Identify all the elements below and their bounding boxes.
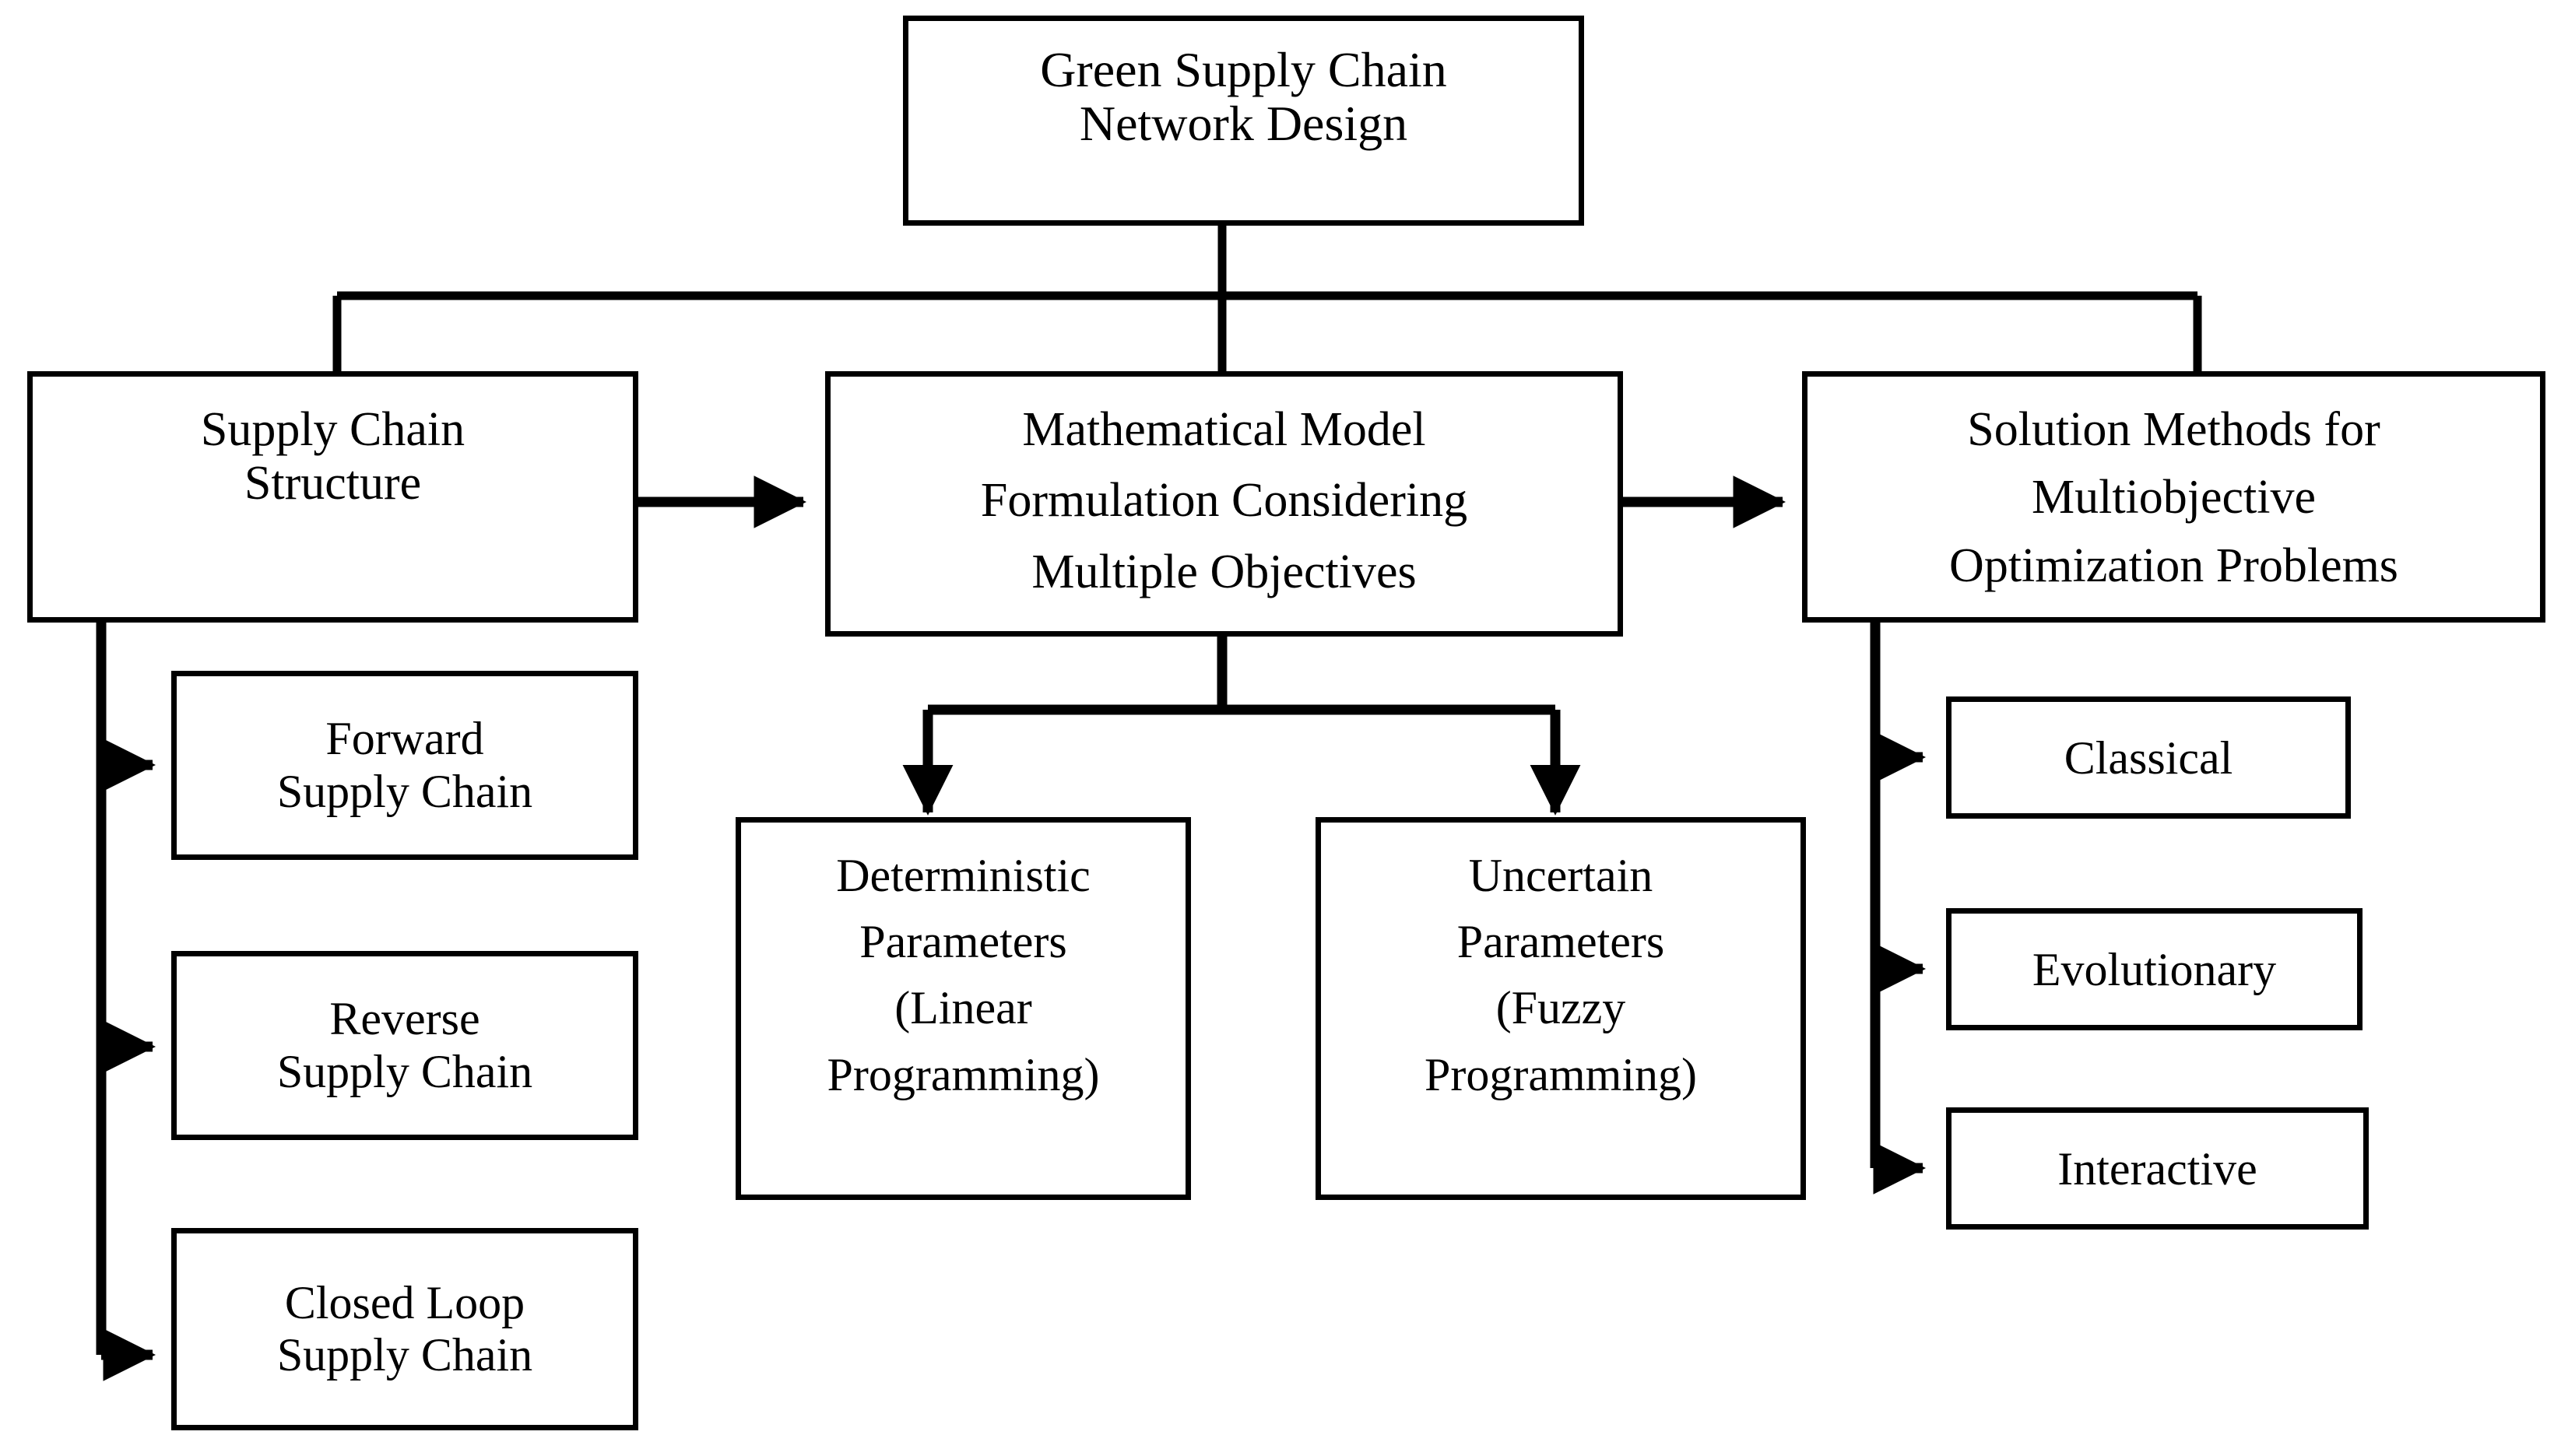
node-interactive[interactable]: Interactive bbox=[1946, 1107, 2369, 1230]
node-green-supply-chain-network-design[interactable]: Green Supply Chain Network Design bbox=[903, 16, 1584, 226]
node-forward-supply-chain[interactable]: Forward Supply Chain bbox=[171, 671, 638, 860]
node-label-line: Parameters bbox=[1456, 916, 1665, 968]
node-closed-loop-supply-chain[interactable]: Closed Loop Supply Chain bbox=[171, 1228, 638, 1430]
node-label-line: Solution Methods for bbox=[1967, 403, 2380, 456]
node-label-line: Network Design bbox=[1079, 96, 1408, 152]
node-label-line: (Linear bbox=[894, 982, 1032, 1034]
node-label-line: Green Supply Chain bbox=[1040, 42, 1447, 97]
node-label-line: Deterministic bbox=[836, 850, 1091, 901]
node-label-line: Supply Chain bbox=[276, 1045, 533, 1097]
node-label-line: Formulation Considering bbox=[980, 474, 1468, 528]
node-reverse-supply-chain[interactable]: Reverse Supply Chain bbox=[171, 951, 638, 1140]
node-label-line: Reverse bbox=[329, 993, 480, 1045]
node-label-line: Programming) bbox=[1425, 1048, 1697, 1100]
node-label-line: Multiobjective bbox=[2031, 471, 2317, 525]
node-classical[interactable]: Classical bbox=[1946, 696, 2351, 819]
node-label-line: Forward bbox=[325, 713, 484, 765]
node-label-line: Mathematical Model bbox=[1022, 403, 1426, 456]
node-evolutionary[interactable]: Evolutionary bbox=[1946, 908, 2363, 1030]
node-mathematical-model-formulation[interactable]: Mathematical Model Formulation Consideri… bbox=[825, 371, 1623, 637]
node-label-line: Interactive bbox=[2057, 1142, 2257, 1195]
node-label-line: Multiple Objectives bbox=[1031, 545, 1417, 598]
node-label-line: Optimization Problems bbox=[1949, 539, 2398, 592]
node-uncertain-parameters[interactable]: Uncertain Parameters (Fuzzy Programming) bbox=[1316, 817, 1806, 1200]
node-label-line: Closed Loop bbox=[284, 1276, 525, 1328]
node-label-line: Classical bbox=[2064, 732, 2233, 784]
node-label-line: Uncertain bbox=[1468, 850, 1653, 901]
node-label-line: Supply Chain bbox=[276, 765, 533, 817]
node-label-line: Programming) bbox=[827, 1048, 1100, 1100]
node-label-line: Supply Chain bbox=[276, 1329, 533, 1381]
node-solution-methods[interactable]: Solution Methods for Multiobjective Opti… bbox=[1802, 371, 2545, 623]
node-label-line: Supply Chain bbox=[200, 403, 465, 456]
node-supply-chain-structure[interactable]: Supply Chain Structure bbox=[27, 371, 638, 623]
node-label-line: Structure bbox=[244, 457, 422, 510]
node-label-line: Parameters bbox=[859, 916, 1067, 968]
node-label-line: (Fuzzy bbox=[1495, 982, 1626, 1034]
node-deterministic-parameters[interactable]: Deterministic Parameters (Linear Program… bbox=[736, 817, 1191, 1200]
node-label-line: Evolutionary bbox=[2032, 943, 2277, 995]
